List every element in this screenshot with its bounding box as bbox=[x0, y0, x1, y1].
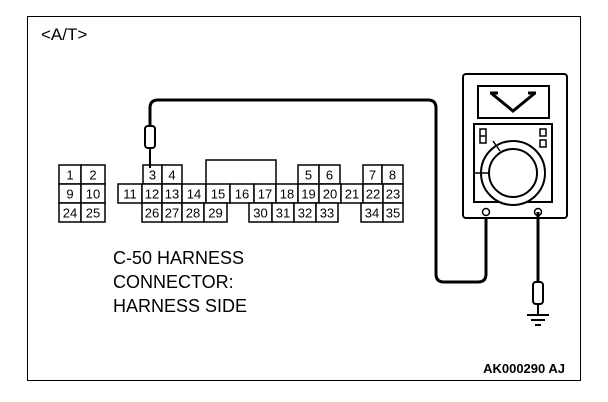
ground-clip bbox=[532, 281, 544, 305]
connector-pin-label: 12 bbox=[145, 187, 159, 202]
meter-terminal-positive bbox=[481, 207, 491, 217]
connector-pin-label: 22 bbox=[366, 187, 380, 202]
connector-pin-label: 7 bbox=[369, 168, 376, 183]
range-switch-right-bottom bbox=[539, 139, 547, 148]
connector-pin-label: 6 bbox=[326, 168, 333, 183]
figure-code: AK000290 AJ bbox=[483, 361, 565, 376]
connector-pin-label: 20 bbox=[323, 187, 337, 202]
caption-line-2: CONNECTOR: bbox=[113, 272, 234, 292]
connector-pin-cell bbox=[203, 202, 228, 223]
connector-pin-label: 23 bbox=[386, 187, 400, 202]
connector-pin-label: 21 bbox=[345, 187, 359, 202]
connector-pin-label: 24 bbox=[63, 206, 77, 221]
connector-pin-label: 1 bbox=[66, 168, 73, 183]
connector-pin-label: 11 bbox=[123, 187, 137, 202]
probe-lead-wire bbox=[148, 98, 488, 284]
voltmeter-display bbox=[477, 85, 550, 119]
connector-pin-label: 34 bbox=[365, 206, 379, 221]
connector-pin-label: 4 bbox=[168, 168, 175, 183]
connector-pin-label: 15 bbox=[211, 187, 225, 202]
connector-pin-label: 30 bbox=[253, 206, 267, 221]
connector-pin-label: 32 bbox=[298, 206, 312, 221]
connector-pin-label: 33 bbox=[320, 206, 334, 221]
ground-symbol-icon bbox=[527, 314, 549, 326]
connector-pin-label: 28 bbox=[186, 206, 200, 221]
connector-pin-label: 25 bbox=[86, 206, 100, 221]
connector-pin-cell bbox=[382, 202, 404, 223]
connector-pin-label: 26 bbox=[145, 206, 159, 221]
connector-pin-label: 14 bbox=[187, 187, 201, 202]
connector-pin-label: 18 bbox=[280, 187, 294, 202]
caption-line-3: HARNESS SIDE bbox=[113, 296, 247, 316]
connector-pin-cell bbox=[80, 202, 106, 223]
connector-pin-cell bbox=[315, 202, 339, 223]
connector-pin-label: 8 bbox=[389, 168, 396, 183]
connector-pin-label: 17 bbox=[258, 187, 272, 202]
connector-pin-label: 10 bbox=[86, 187, 100, 202]
voltmeter-v-icon bbox=[490, 91, 536, 113]
connector-pin-label: 2 bbox=[89, 168, 96, 183]
connector-pin-label: 5 bbox=[305, 168, 312, 183]
connector-pin-label: 3 bbox=[149, 168, 156, 183]
connector-pin-label: 35 bbox=[386, 206, 400, 221]
probe-tip bbox=[144, 125, 156, 149]
connector-pin-label: 9 bbox=[66, 187, 73, 202]
variant-label: <A/T> bbox=[41, 25, 87, 44]
connector-pin-label: 13 bbox=[165, 187, 179, 202]
caption-line-1: C-50 HARNESS bbox=[113, 248, 244, 268]
connector-pin-label: 29 bbox=[208, 206, 222, 221]
connector-lock-key bbox=[205, 159, 277, 184]
connector-pin-label: 31 bbox=[276, 206, 290, 221]
connector-pin-label: 16 bbox=[235, 187, 249, 202]
voltmeter bbox=[462, 73, 568, 219]
range-switch-right-top bbox=[539, 128, 547, 137]
connector-pin-label: 27 bbox=[165, 206, 179, 221]
connector-pin-label: 19 bbox=[301, 187, 315, 202]
selector-dial-inner bbox=[488, 148, 538, 198]
figure-frame bbox=[27, 16, 581, 381]
